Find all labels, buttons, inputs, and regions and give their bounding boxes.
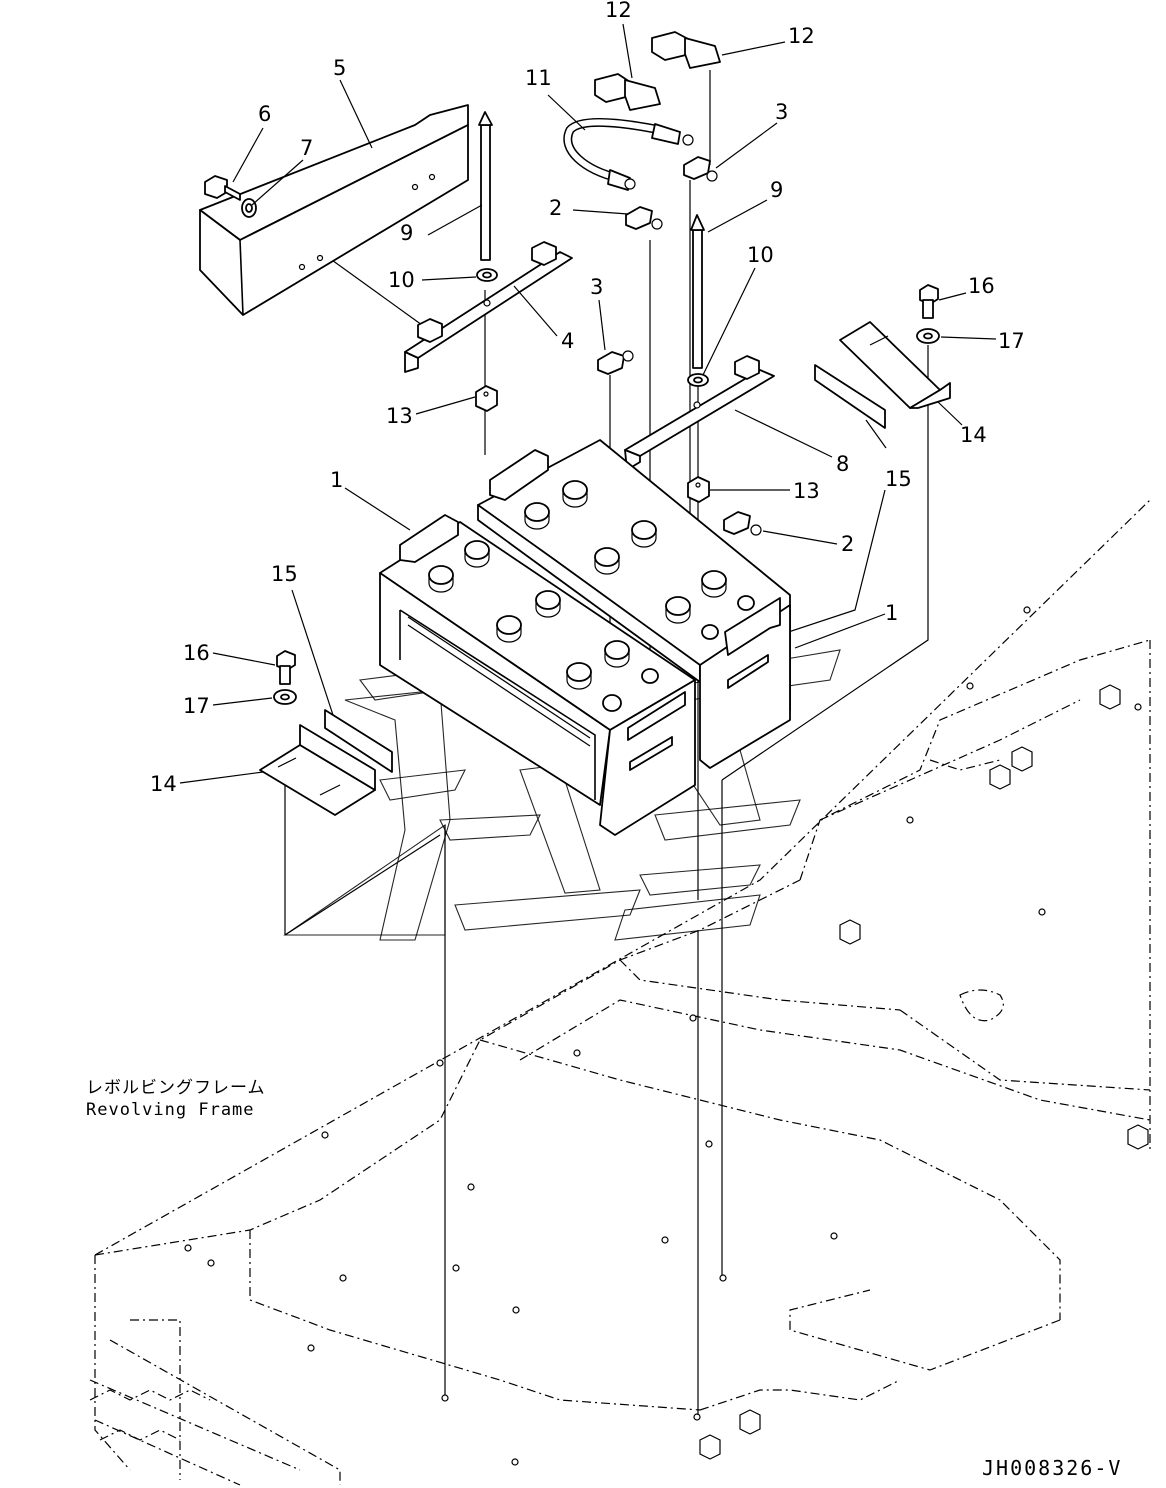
pad (324, 709, 393, 773)
callout-12-b: 12 (788, 24, 815, 48)
revolving-frame (89, 499, 1151, 1486)
frame-hole (184, 606, 1142, 1466)
callout-11: 11 (525, 66, 552, 90)
nut (687, 476, 710, 503)
hold-down-bracket (624, 355, 775, 471)
callout-6: 6 (258, 102, 271, 126)
callout-1-a: 1 (330, 468, 343, 492)
callout-12-a: 12 (605, 0, 632, 22)
callout-3-a: 3 (775, 100, 788, 124)
hold-down-rod (478, 111, 493, 261)
frame-caption-english: Revolving Frame (86, 1100, 255, 1120)
callout-13-b: 13 (793, 479, 820, 503)
callout-2-a: 2 (549, 196, 562, 220)
bolt (204, 175, 241, 201)
callout-7: 7 (300, 136, 313, 160)
hold-down-bracket (404, 241, 573, 373)
callout-14-a: 14 (960, 423, 987, 447)
callout-3-b: 3 (590, 275, 603, 299)
washer (687, 373, 709, 387)
callout-13-a: 13 (386, 404, 413, 428)
callout-17-a: 17 (998, 329, 1025, 353)
callout-16-b: 16 (183, 641, 210, 665)
frame-nut (699, 684, 1149, 1460)
hold-down-rod (690, 214, 705, 369)
terminal-clamp (683, 156, 718, 182)
terminal-clamp (625, 206, 663, 230)
callout-14-b: 14 (150, 772, 177, 796)
callout-leaders (179, 23, 997, 784)
battery-cell-cap (524, 480, 727, 624)
terminal-cover (651, 31, 721, 69)
callout-15-b: 15 (271, 562, 298, 586)
callout-8: 8 (836, 452, 849, 476)
terminal-clamp (597, 350, 634, 375)
battery (379, 514, 696, 836)
battery-stopper (259, 724, 376, 816)
bolt (919, 284, 939, 319)
terminal-cover (594, 73, 661, 111)
washer (273, 689, 297, 705)
callout-9-b: 9 (770, 178, 783, 202)
drawing-code: JH008326-V (982, 1456, 1122, 1480)
washer (916, 328, 940, 344)
pad (814, 364, 886, 429)
callout-numbers: 12 12 11 5 6 7 3 9 2 9 10 10 4 3 16 17 1… (150, 0, 1025, 796)
battery-stopper (839, 321, 951, 409)
callout-10-b: 10 (747, 243, 774, 267)
callout-1-b: 1 (885, 601, 898, 625)
battery-cell-cap (428, 540, 630, 690)
callout-10-a: 10 (388, 268, 415, 292)
washer (476, 268, 498, 282)
callout-15-a: 15 (885, 467, 912, 491)
terminal-clamp (723, 511, 762, 536)
callout-2-b: 2 (841, 532, 854, 556)
battery-cover (199, 104, 469, 316)
callout-17-b: 17 (183, 694, 210, 718)
callout-5: 5 (333, 56, 346, 80)
nut (475, 385, 498, 412)
battery-cable (563, 118, 694, 191)
callout-16-a: 16 (968, 274, 995, 298)
battery (477, 439, 791, 769)
bolt (276, 650, 296, 685)
washer (241, 198, 257, 218)
callout-9-a: 9 (400, 221, 413, 245)
callout-4: 4 (561, 329, 574, 353)
frame-caption-japanese: レボルビングフレーム (86, 1078, 266, 1098)
